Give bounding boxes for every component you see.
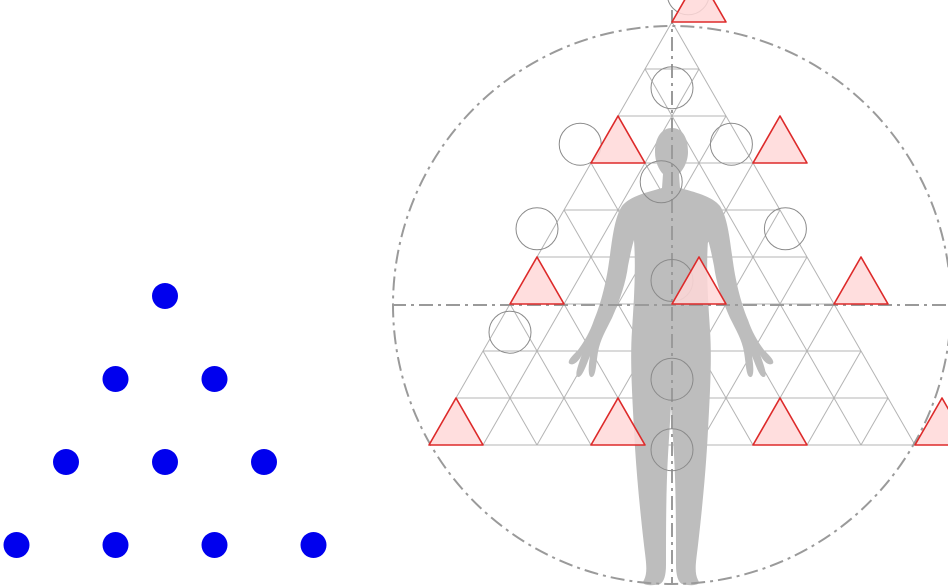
tetractys-dot [202,366,228,392]
red-triangle-marker [429,398,483,445]
tetractys-dot [103,366,129,392]
chakra-circle [764,208,806,250]
tetractys-dot [103,532,129,558]
red-triangle-marker [591,116,645,163]
tetractys-dot [152,449,178,475]
grid-line [861,398,888,445]
cosmic-figure-diagram [392,0,948,585]
tetractys-dot [4,532,30,558]
tetractys-dot [301,532,327,558]
red-triangle-marker [510,257,564,304]
tetractys-dot [53,449,79,475]
red-triangle-marker [672,0,726,22]
red-triangle-marker [753,116,807,163]
tetractys-dot [152,283,178,309]
tetractys-dot-pyramid [4,283,327,558]
red-triangle-marker [834,257,888,304]
chakra-circle [489,311,531,353]
chakra-circle [516,208,558,250]
tetractys-dot [202,532,228,558]
red-triangle-marker [753,398,807,445]
tetractys-dot [251,449,277,475]
chakra-circle [710,123,752,165]
